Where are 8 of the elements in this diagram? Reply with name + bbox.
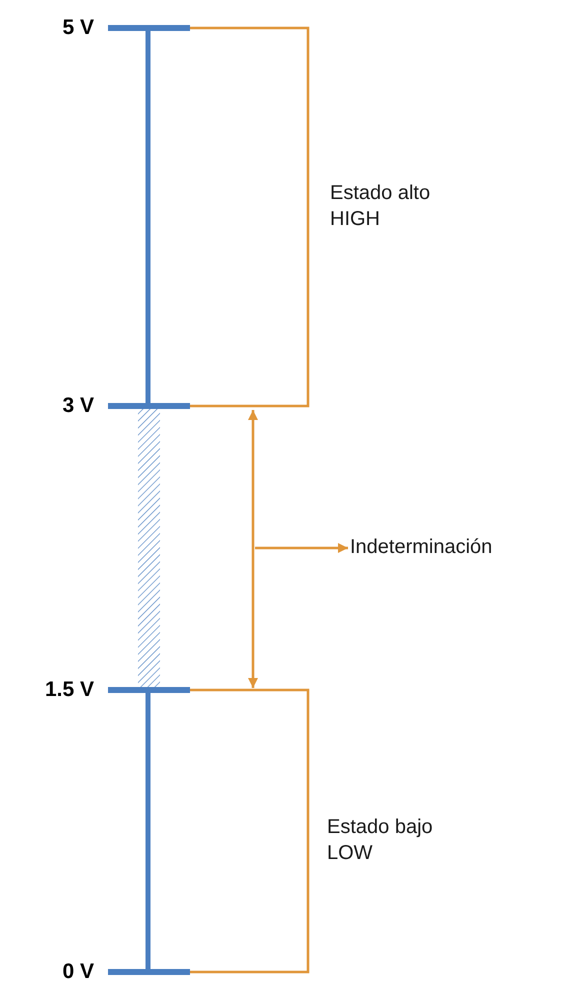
arrow — [255, 543, 348, 553]
voltage-label: 1.5 V — [44, 679, 94, 700]
state-label: Indeterminación — [350, 535, 494, 560]
state-label: Estado bajo LOW — [327, 815, 434, 866]
state-label: Estado alto HIGH — [330, 181, 432, 232]
voltage-label: 3 V — [62, 395, 94, 416]
voltage-label: 0 V — [62, 961, 94, 982]
voltage-label: 5 V — [62, 17, 94, 38]
